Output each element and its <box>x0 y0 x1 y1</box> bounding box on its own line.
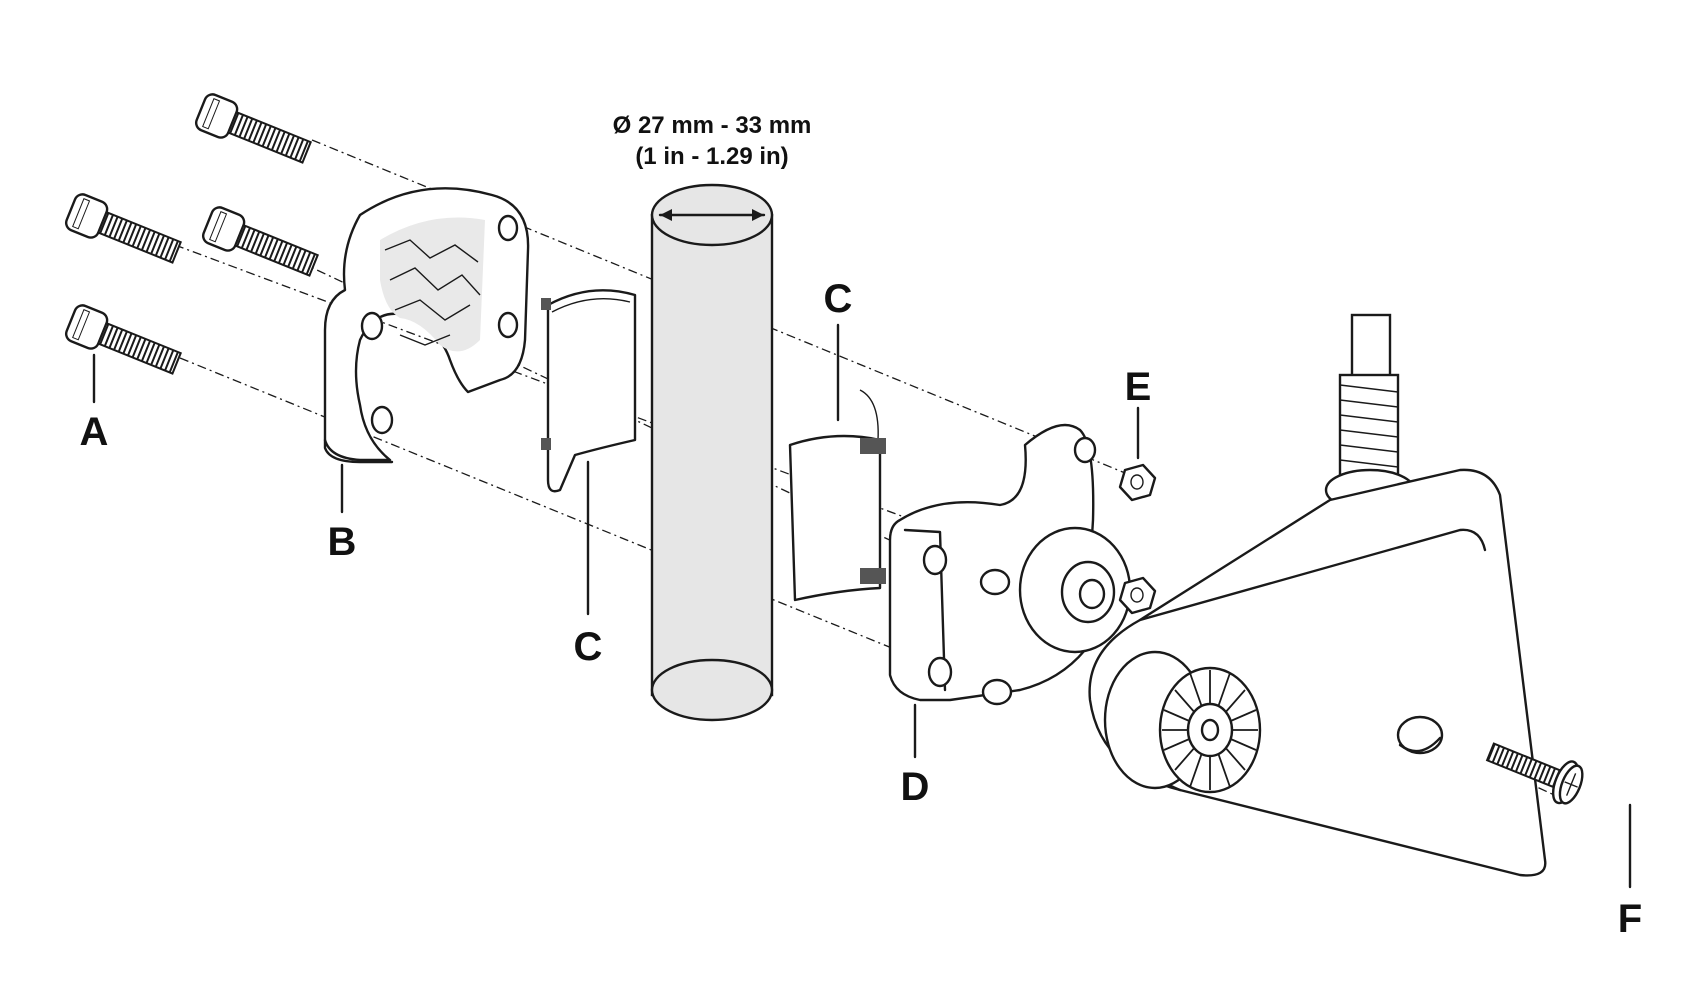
transducer <box>1088 313 1547 877</box>
cap-screw-3 <box>201 206 320 277</box>
callout-c-left: C <box>574 625 603 669</box>
callout-leaders <box>92 323 1632 889</box>
callout-f: F <box>1618 897 1642 941</box>
liner-right <box>788 389 886 602</box>
callout-b: B <box>328 520 357 564</box>
front-clamp-half <box>888 423 1132 706</box>
rear-clamp-half <box>323 187 530 464</box>
strain-relief-spring <box>1338 373 1400 487</box>
hex-nuts <box>1118 463 1157 615</box>
diameter-dimension-line2: (1 in - 1.29 in) <box>635 143 788 170</box>
callout-c-right: C <box>824 277 853 321</box>
pan-head-screw <box>1485 742 1584 805</box>
callout-a: A <box>80 410 109 454</box>
diameter-dimension-line1: Ø 27 mm - 33 mm <box>613 112 812 139</box>
liner-left <box>541 289 637 493</box>
callout-d: D <box>901 765 930 809</box>
mounting-pipe <box>650 183 774 722</box>
callout-e: E <box>1125 365 1152 409</box>
cap-screw-1 <box>194 93 313 164</box>
cap-screw-4 <box>64 304 183 375</box>
cap-screw-2 <box>64 193 183 264</box>
